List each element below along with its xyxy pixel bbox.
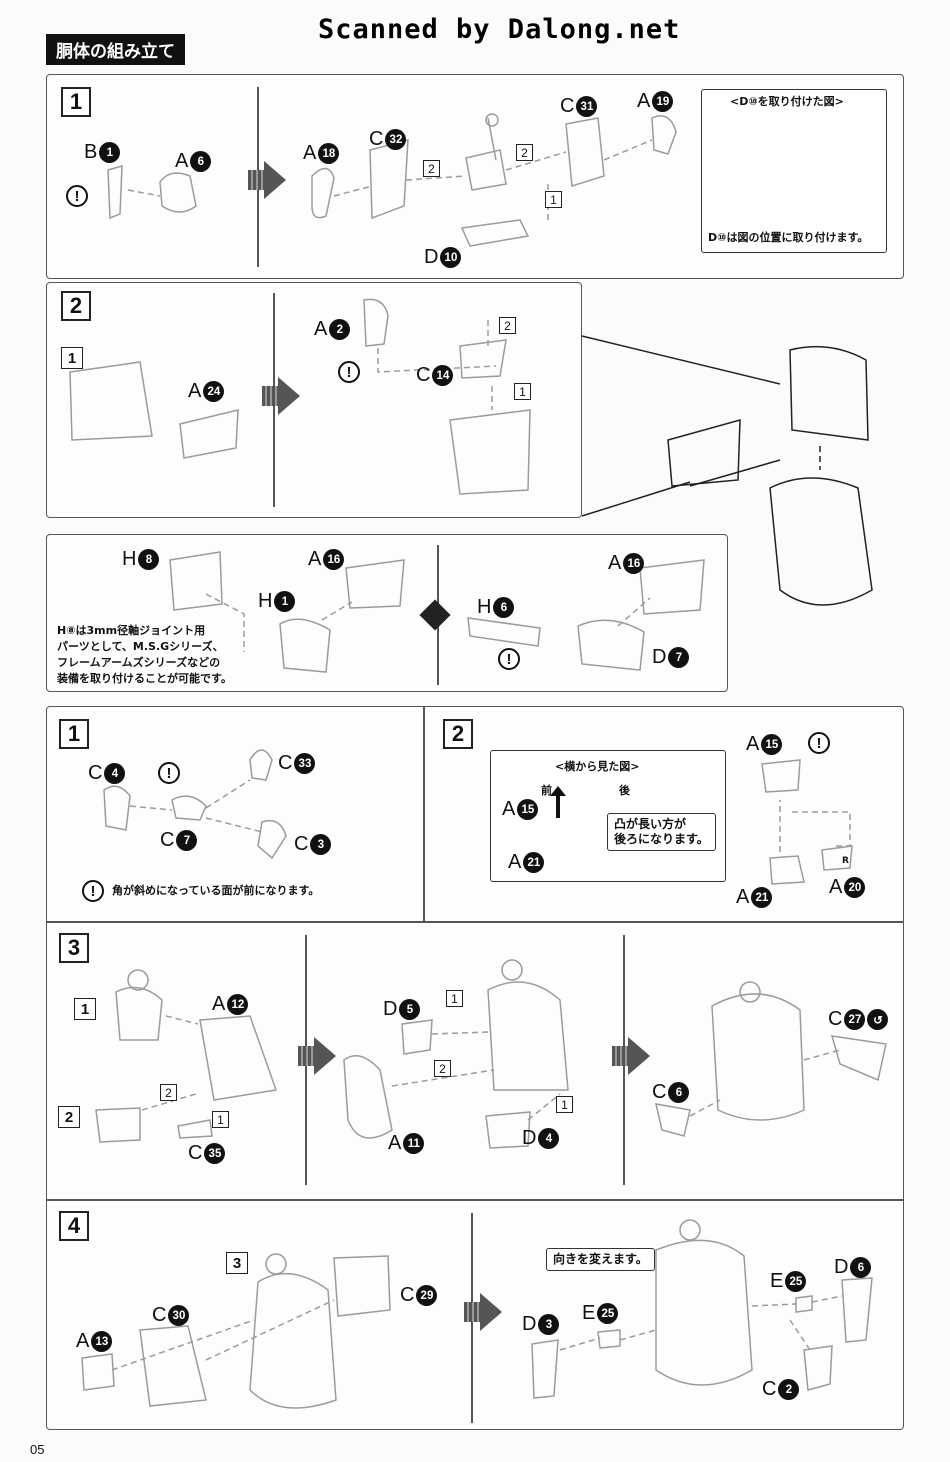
step-arrow-shaft [248,170,264,190]
caution-icon: ! [158,762,180,784]
step1-callout-note: D⑩は図の位置に取り付けます。 [708,231,869,244]
step1-number: 1 [61,87,91,117]
watermark-text: Scanned by Dalong.net [318,14,681,45]
leg-divider-row2 [47,1199,903,1201]
order-mark: 1 [514,383,531,400]
step3-number: 3 [59,933,89,963]
step-arrow-icon [480,1293,502,1331]
step2-sub-number: 1 [61,347,83,369]
leg-divider-vertical [423,707,425,921]
step1-callout: <D⑩を取り付けた図> D⑩は図の位置に取り付けます。 [701,89,887,253]
step-arrow-icon [628,1037,650,1075]
front-label: 前 [541,784,552,797]
back-label: 後 [619,784,630,797]
rotate-note: 向きを変えます。 [546,1248,655,1271]
order-mark: 2 [160,1084,177,1101]
step-arrow-shaft [464,1302,480,1322]
right-side-mark: R [842,856,849,866]
step4-number: 4 [59,1211,89,1241]
step2-number: 2 [61,291,91,321]
order-mark: 2 [499,317,516,334]
side-view-note: 凸が長い方が 後ろになります。 [607,813,716,851]
order-mark: 2 [516,144,533,161]
section-title: 胴体の組み立て [46,34,185,65]
side-view-title: <横から見た図> [555,760,640,773]
option-note: H⑧は3mm径軸ジョイント用 パーツとして、M.S.Gシリーズ、 フレームアーム… [57,624,232,685]
step-arrow-shaft [262,386,278,406]
page-number: 05 [30,1442,45,1457]
leg-step1-number: 1 [59,719,89,749]
step-arrow-shaft [612,1046,628,1066]
caution-icon: ! [338,361,360,383]
option-panel: H⑧は3mm径軸ジョイント用 パーツとして、M.S.Gシリーズ、 フレームアーム… [46,534,728,692]
step1-callout-title: <D⑩を取り付けた図> [730,95,844,108]
order-mark: 1 [212,1111,229,1128]
order-mark: 1 [446,990,463,1007]
caution-icon: ! [82,880,104,902]
step-arrow-icon [314,1037,336,1075]
step-arrow-shaft [298,1046,314,1066]
leg-divider-row1 [47,921,903,923]
step1-panel: 1 <D⑩を取り付けた図> D⑩は図の位置に取り付けます。 [46,74,904,279]
order-mark: 2 [434,1060,451,1077]
leg-step2-number: 2 [443,719,473,749]
step-arrow-icon [278,377,300,415]
step3-sub-2: 2 [58,1106,80,1128]
order-mark: 1 [556,1096,573,1113]
leg-steps-panel: 1 2 3 4 [46,706,904,1430]
leg-step1-note: 角が斜めになっている面が前になります。 [112,884,320,897]
caution-icon: ! [498,648,520,670]
order-mark: 2 [423,160,440,177]
caution-icon: ! [808,732,830,754]
up-arrow-head [550,786,566,796]
step-arrow-icon [264,161,286,199]
caution-icon: ! [66,185,88,207]
order-mark: 1 [545,191,562,208]
step4-sub-number: 3 [226,1252,248,1274]
up-arrow-icon [556,794,560,818]
step3-sub-1: 1 [74,998,96,1020]
hook-icon: ↺ [867,1009,889,1030]
